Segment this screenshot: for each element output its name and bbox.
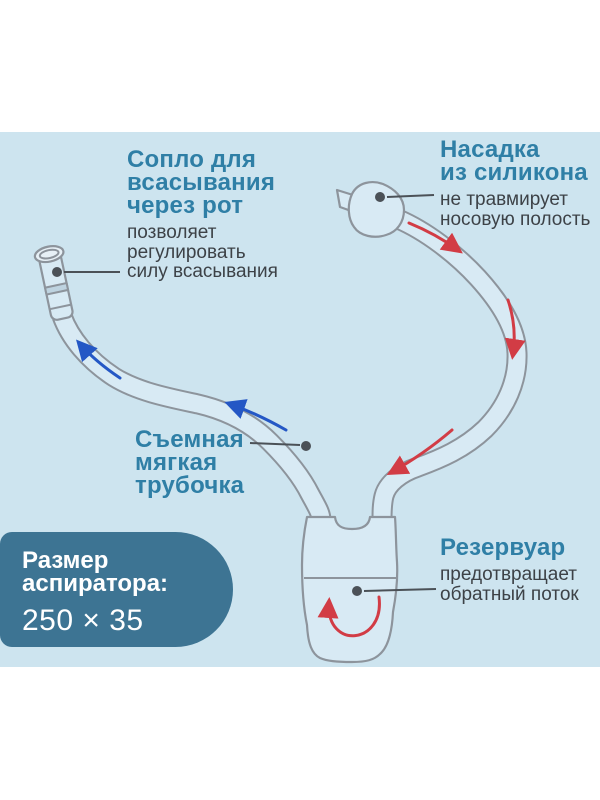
leader-line — [249, 442, 301, 446]
label-reservoir: Резервуар предотвращает обратный поток — [440, 536, 579, 604]
point-marker — [352, 586, 362, 596]
label-mouth-nozzle-heading: Сопло для всасывания через рот — [127, 146, 276, 219]
leader-line — [363, 588, 437, 592]
label-reservoir-heading: Резервуар — [440, 534, 566, 561]
label-silicone-tip: Насадка из силикона не травмирует носову… — [440, 138, 590, 229]
label-mouth-nozzle: Сопло для всасывания через рот позволяет… — [127, 148, 278, 282]
size-badge-value: 250 × 35 — [22, 604, 144, 637]
silicone-tip-drawing — [335, 181, 406, 238]
mouth-nozzle-drawing — [33, 245, 74, 321]
label-soft-tube-heading: Съемная мягкая трубочка — [135, 426, 245, 499]
label-silicone-tip-heading: Насадка из силикона — [440, 136, 588, 186]
size-badge: Размер аспиратора: 250 × 35 — [0, 532, 233, 647]
label-mouth-nozzle-body: позволяет регулировать силу всасывания — [127, 222, 278, 282]
aspirator-illustration — [33, 181, 528, 664]
point-marker — [301, 441, 311, 451]
flow-arrow-red-icon — [504, 298, 526, 360]
leader-lines — [52, 192, 437, 596]
label-reservoir-body: предотвращает обратный поток — [440, 564, 579, 605]
point-marker — [52, 267, 62, 277]
flow-arrow-red-icon — [386, 428, 454, 475]
size-badge-title: Размер аспиратора: — [22, 547, 169, 597]
backflow-loop-arrow-icon — [317, 595, 381, 638]
flow-arrow-blue-icon — [76, 339, 122, 380]
leader-line — [386, 194, 435, 198]
label-soft-tube: Съемная мягкая трубочка — [135, 426, 245, 499]
flow-arrow-blue-icon — [224, 399, 288, 432]
tube-right-drawing — [371, 209, 528, 522]
flow-arrow-red-icon — [407, 221, 463, 254]
infographic-panel: Сопло для всасывания через рот позволяет… — [0, 132, 600, 667]
label-silicone-tip-body: не травмирует носовую полость — [440, 189, 591, 230]
point-marker — [375, 192, 385, 202]
